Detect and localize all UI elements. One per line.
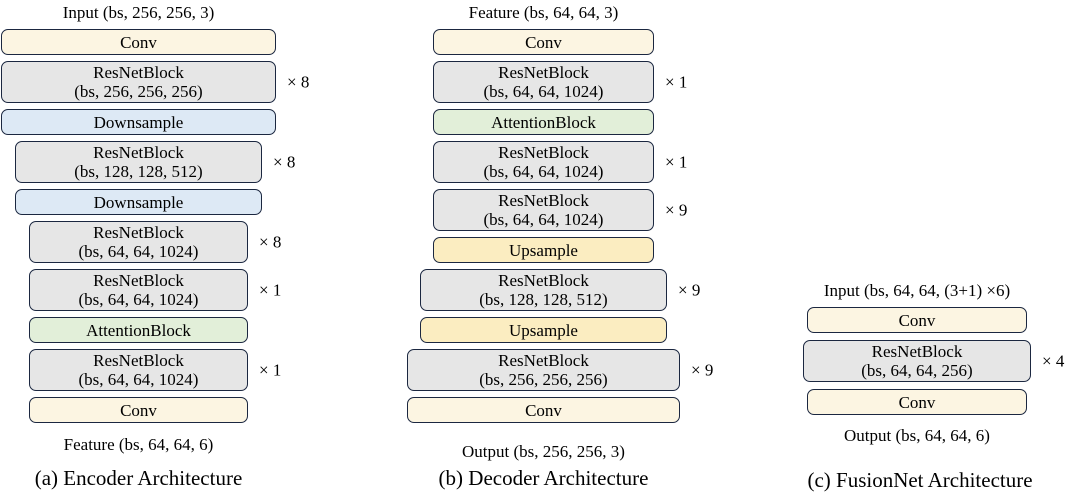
decoder-input-label: Feature (bs, 64, 64, 3) — [468, 3, 619, 22]
repeat-multiplier: × 1 — [665, 152, 688, 172]
fusionnet-stack: Conv ResNetBlock (bs, 64, 64, 256) × 4 C… — [803, 307, 1064, 415]
block-conv: Conv — [29, 397, 248, 423]
block-label: ResNetBlock — [93, 351, 184, 370]
block-resnetblock: ResNetBlock (bs, 128, 128, 512) × 8 — [15, 141, 295, 183]
block-resnetblock: ResNetBlock (bs, 128, 128, 512) × 9 — [420, 269, 700, 311]
block-label: AttentionBlock — [491, 112, 596, 132]
block-shape: (bs, 256, 256, 256) — [74, 82, 203, 101]
block-label: Conv — [898, 392, 936, 412]
block-label: ResNetBlock — [498, 63, 589, 82]
block-shape: (bs, 64, 64, 1024) — [78, 290, 199, 309]
block-label: ResNetBlock — [871, 342, 963, 361]
caption-decoder: (b) Decoder Architecture — [438, 466, 649, 490]
encoder-input-label: Input (bs, 256, 256, 3) — [62, 3, 215, 22]
repeat-multiplier: × 1 — [665, 72, 688, 92]
block-resnetblock: ResNetBlock (bs, 64, 64, 1024) × 1 — [29, 269, 281, 311]
block-shape: (bs, 64, 64, 1024) — [483, 82, 604, 101]
repeat-multiplier: × 9 — [678, 280, 701, 300]
block-resnetblock: ResNetBlock (bs, 64, 64, 1024) × 8 — [29, 221, 281, 263]
repeat-multiplier: × 9 — [691, 360, 714, 380]
block-downsample: Downsample — [15, 189, 262, 215]
block-conv: Conv — [807, 307, 1027, 333]
block-shape: (bs, 128, 128, 512) — [74, 162, 203, 181]
repeat-multiplier: × 8 — [259, 232, 282, 252]
encoder-diagram: Input (bs, 256, 256, 3) Conv ResNetBlock… — [1, 3, 309, 454]
block-label: Conv — [525, 32, 562, 52]
block-conv: Conv — [407, 397, 680, 423]
encoder-stack: Conv ResNetBlock (bs, 256, 256, 256) × 8… — [1, 29, 309, 423]
block-attentionblock: AttentionBlock — [433, 109, 654, 135]
block-label: Conv — [525, 400, 562, 420]
block-label: ResNetBlock — [498, 271, 589, 290]
block-resnetblock: ResNetBlock (bs, 64, 64, 256) × 4 — [803, 340, 1064, 382]
repeat-multiplier: × 4 — [1042, 351, 1065, 371]
block-attentionblock: AttentionBlock — [29, 317, 248, 343]
block-upsample: Upsample — [433, 237, 654, 263]
block-label: ResNetBlock — [93, 63, 184, 82]
block-resnetblock: ResNetBlock (bs, 256, 256, 256) × 9 — [407, 349, 713, 391]
block-label: Downsample — [93, 112, 184, 132]
block-conv: Conv — [807, 389, 1027, 415]
caption-encoder: (a) Encoder Architecture — [34, 466, 243, 490]
block-label: Conv — [898, 310, 936, 330]
block-label: ResNetBlock — [498, 143, 589, 162]
decoder-diagram: Feature (bs, 64, 64, 3) Conv ResNetBlock… — [407, 3, 713, 461]
block-label: ResNetBlock — [498, 191, 589, 210]
encoder-output-label: Feature (bs, 64, 64, 6) — [63, 435, 214, 454]
block-label: ResNetBlock — [93, 271, 184, 290]
block-shape: (bs, 256, 256, 256) — [479, 370, 608, 389]
fusionnet-output-label: Output (bs, 64, 64, 6) — [844, 426, 990, 445]
repeat-multiplier: × 1 — [259, 360, 282, 380]
fusionnet-diagram: Input (bs, 64, 64, (3+1) ×6) Conv ResNet… — [803, 281, 1064, 445]
block-resnetblock: ResNetBlock (bs, 64, 64, 1024) × 9 — [433, 189, 687, 231]
block-label: Upsample — [509, 320, 578, 340]
block-label: AttentionBlock — [86, 320, 191, 340]
block-label: Conv — [120, 32, 157, 52]
block-downsample: Downsample — [1, 109, 276, 135]
block-resnetblock: ResNetBlock (bs, 64, 64, 1024) × 1 — [29, 349, 281, 391]
block-resnetblock: ResNetBlock (bs, 64, 64, 1024) × 1 — [433, 61, 687, 103]
block-shape: (bs, 128, 128, 512) — [479, 290, 608, 309]
block-label: Downsample — [93, 192, 184, 212]
block-label: Upsample — [509, 240, 578, 260]
block-label: ResNetBlock — [93, 223, 184, 242]
block-label: ResNetBlock — [498, 351, 589, 370]
repeat-multiplier: × 8 — [287, 72, 310, 92]
decoder-output-label: Output (bs, 256, 256, 3) — [462, 442, 625, 461]
block-shape: (bs, 64, 64, 256) — [861, 361, 973, 380]
block-upsample: Upsample — [420, 317, 667, 343]
block-label: Conv — [120, 400, 157, 420]
block-resnetblock: ResNetBlock (bs, 256, 256, 256) × 8 — [1, 61, 309, 103]
repeat-multiplier: × 1 — [259, 280, 282, 300]
block-shape: (bs, 64, 64, 1024) — [483, 210, 604, 229]
block-resnetblock: ResNetBlock (bs, 64, 64, 1024) × 1 — [433, 141, 687, 183]
repeat-multiplier: × 9 — [665, 200, 688, 220]
block-shape: (bs, 64, 64, 1024) — [78, 370, 199, 389]
caption-fusionnet: (c) FusionNet Architecture — [807, 468, 1033, 492]
block-shape: (bs, 64, 64, 1024) — [483, 162, 604, 181]
block-conv: Conv — [433, 29, 654, 55]
block-label: ResNetBlock — [93, 143, 184, 162]
repeat-multiplier: × 8 — [273, 152, 296, 172]
block-shape: (bs, 64, 64, 1024) — [78, 242, 199, 261]
block-conv: Conv — [1, 29, 276, 55]
fusionnet-input-label: Input (bs, 64, 64, (3+1) ×6) — [823, 281, 1011, 300]
decoder-stack: Conv ResNetBlock (bs, 64, 64, 1024) × 1 … — [407, 29, 713, 423]
